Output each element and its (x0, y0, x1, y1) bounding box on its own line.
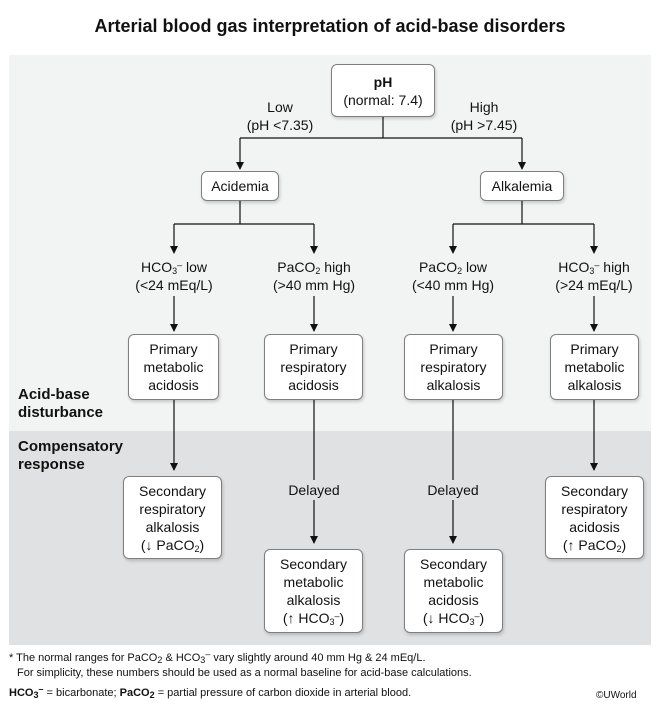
section-label-compensatory: Compensatory response (18, 438, 123, 474)
footnote-abbreviations: HCO3– = bicarbonate; PaCO2 = partial pre… (9, 684, 412, 700)
high-branch-label: High (pH >7.45) (434, 98, 534, 134)
delayed-label-right: Delayed (413, 481, 493, 499)
low-branch-label: Low (pH <7.35) (230, 98, 330, 134)
box-line: Secondary (420, 556, 487, 572)
ph-box: pH (normal: 7.4) (331, 64, 435, 117)
paco2-definition: = partial pressure of carbon dioxide in … (157, 687, 412, 699)
box-line: respiratory (280, 359, 347, 375)
bicarbonate-definition: = bicarbonate; (46, 687, 117, 699)
alkalemia-box: Alkalemia (480, 171, 564, 201)
box-line: alkalosis (145, 518, 200, 535)
box-line: metabolic (564, 359, 625, 375)
high-range: (pH >7.45) (450, 117, 518, 133)
box-line: metabolic (143, 359, 204, 375)
box-line-change: (↓ HCO3–) (422, 610, 485, 627)
box-line: metabolic (283, 574, 344, 590)
hco3-high-line1: HCO3– high (558, 259, 630, 276)
section-line: response (18, 456, 85, 473)
section-line: Compensatory (18, 438, 124, 455)
paco2-high-line2: (>40 mm Hg) (272, 277, 356, 293)
high-label: High (469, 99, 499, 115)
box-line-change: (↑ PaCO2) (562, 536, 627, 554)
ph-normal: (normal: 7.4) (343, 91, 423, 108)
primary-metabolic-alkalosis-box: Primary metabolic alkalosis (550, 334, 639, 400)
diagram-title: Arterial blood gas interpretation of aci… (94, 16, 566, 36)
box-line: Secondary (561, 482, 628, 499)
paco2-high-criterion: PaCO2 high (>40 mm Hg) (254, 258, 374, 294)
secondary-respiratory-alkalosis-box: Secondary respiratory alkalosis (↓ PaCO2… (123, 476, 222, 559)
paco2-high-line1: PaCO2 high (277, 259, 351, 276)
primary-respiratory-alkalosis-box: Primary respiratory alkalosis (404, 334, 503, 400)
secondary-metabolic-acidosis-box: Secondary metabolic acidosis (↓ HCO3–) (404, 549, 503, 633)
box-line: alkalosis (426, 377, 481, 393)
low-range: (pH <7.35) (246, 117, 314, 133)
hco3-low-criterion: HCO3– low (<24 mEq/L) (114, 258, 234, 294)
section-line: disturbance (18, 404, 104, 421)
box-line: metabolic (423, 574, 484, 590)
paco2-low-line1: PaCO2 low (418, 259, 488, 276)
box-line: respiratory (139, 500, 206, 517)
footnote-simplicity: For simplicity, these numbers should be … (17, 667, 472, 679)
box-line: alkalosis (286, 592, 341, 608)
acidemia-box: Acidemia (201, 171, 279, 201)
secondary-metabolic-alkalosis-box: Secondary metabolic alkalosis (↑ HCO3–) (264, 549, 363, 633)
primary-metabolic-acidosis-box: Primary metabolic acidosis (128, 334, 219, 400)
box-line: acidosis (569, 518, 620, 535)
box-line: Secondary (280, 556, 347, 572)
box-line: Secondary (139, 482, 206, 499)
section-label-disturbance: Acid-base disturbance (18, 386, 103, 422)
box-line: Primary (570, 341, 619, 357)
box-line: respiratory (561, 500, 628, 517)
hco3-high-line2: (>24 mEq/L) (555, 277, 633, 293)
paco2-low-line2: (<40 mm Hg) (411, 277, 495, 293)
hco3-high-criterion: HCO3– high (>24 mEq/L) (534, 258, 654, 294)
low-label: Low (267, 99, 293, 115)
paco2-low-criterion: PaCO2 low (<40 mm Hg) (393, 258, 513, 294)
ph-label: pH (373, 73, 393, 90)
box-line-change: (↓ PaCO2) (140, 536, 205, 554)
box-line-change: (↑ HCO3–) (282, 610, 345, 627)
footnote-normal-ranges: * The normal ranges for PaCO2 & HCO3– va… (9, 649, 426, 665)
hco3-low-line2: (<24 mEq/L) (135, 277, 213, 293)
box-line: alkalosis (567, 377, 622, 393)
section-line: Acid-base (18, 386, 90, 403)
secondary-respiratory-acidosis-box: Secondary respiratory acidosis (↑ PaCO2) (545, 476, 644, 559)
box-line: Primary (429, 341, 478, 357)
copyright: ©UWorld (596, 690, 637, 701)
hco3-low-line1: HCO3– low (140, 259, 208, 276)
primary-respiratory-acidosis-box: Primary respiratory acidosis (264, 334, 363, 400)
delayed-label-left: Delayed (274, 481, 354, 499)
box-line: acidosis (148, 377, 199, 393)
box-line: acidosis (288, 377, 339, 393)
box-line: Primary (289, 341, 338, 357)
box-line: acidosis (428, 592, 479, 608)
box-line: Primary (149, 341, 198, 357)
box-line: respiratory (420, 359, 487, 375)
